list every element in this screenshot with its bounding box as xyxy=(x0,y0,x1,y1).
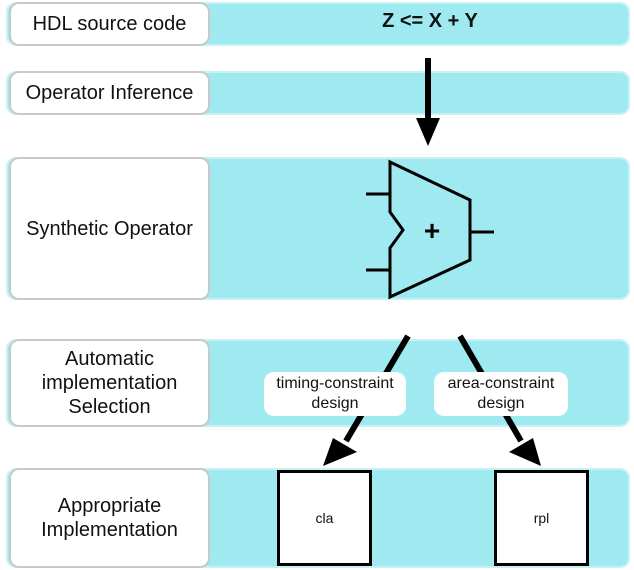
arrow-down-icon xyxy=(416,58,440,146)
area-constraint-note: area-constraint design xyxy=(434,372,568,416)
row-label-synthetic: Synthetic Operator xyxy=(9,157,210,300)
adder-operator-icon xyxy=(366,159,494,300)
selection-label-line-3: Selection xyxy=(68,396,151,418)
implementation-box-rpl: rpl xyxy=(494,470,589,566)
implementation-rpl-label: rpl xyxy=(533,510,550,526)
implementation-box-cla: cla xyxy=(277,470,372,566)
selection-label-line-2: implementation xyxy=(41,372,178,394)
timing-constraint-note: timing-constraint design xyxy=(264,372,406,416)
appropriate-label-line-1: Appropriate xyxy=(57,495,162,517)
inference-label: Operator Inference xyxy=(25,82,194,104)
appropriate-label-line-2: Implementation xyxy=(41,519,178,541)
operator-plus-symbol: + xyxy=(424,215,440,246)
area-note-line-2: design xyxy=(477,395,525,412)
timing-note-line-1: timing-constraint xyxy=(276,375,394,392)
hdl-label: HDL source code xyxy=(32,13,187,35)
row-label-selection: Automatic implementation Selection xyxy=(9,339,210,427)
synthetic-label: Synthetic Operator xyxy=(26,217,193,240)
row-label-inference: Operator Inference xyxy=(9,71,210,115)
area-note-line-1: area-constraint xyxy=(447,375,555,392)
row-label-hdl: HDL source code xyxy=(9,2,210,46)
hdl-expression: Z <= X + Y xyxy=(382,10,478,32)
row-label-appropriate: Appropriate Implementation xyxy=(9,468,210,568)
implementation-cla-label: cla xyxy=(315,510,334,526)
timing-note-line-2: design xyxy=(311,395,359,412)
selection-label-line-1: Automatic xyxy=(65,348,154,370)
